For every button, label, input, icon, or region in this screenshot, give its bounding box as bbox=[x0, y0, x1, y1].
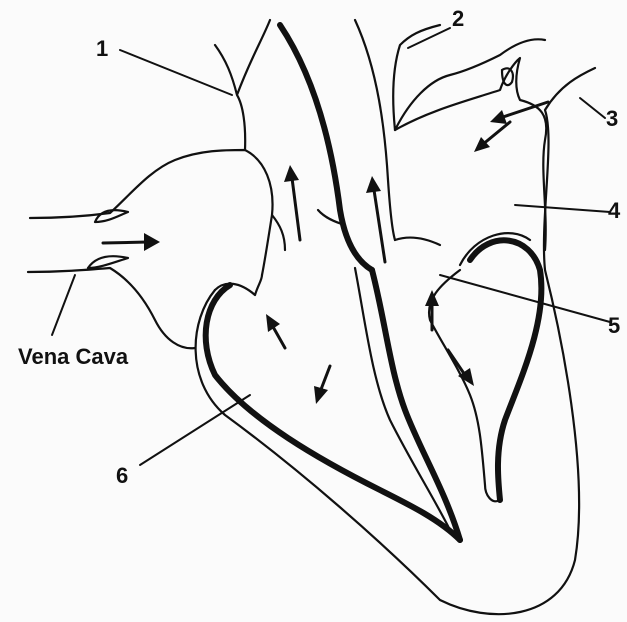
arrow-pulmonary-vein-in-head bbox=[490, 110, 507, 124]
arrow-vena-cava-in bbox=[103, 242, 148, 243]
label-5: 5 bbox=[608, 315, 620, 337]
leader-3 bbox=[580, 98, 605, 118]
leader-1 bbox=[120, 50, 232, 95]
pulmonary-vein-outline bbox=[393, 25, 545, 130]
flow-arrows bbox=[103, 102, 548, 404]
left-ventricle-inner-wall bbox=[470, 240, 541, 500]
leader-vena-cava bbox=[52, 275, 75, 335]
arrow-aorta-up-head bbox=[366, 176, 381, 193]
pulmonary-valve-flap bbox=[272, 215, 285, 250]
vena-cava-lower-flap bbox=[88, 256, 128, 268]
label-1: 1 bbox=[96, 38, 108, 60]
arrow-aorta-up bbox=[374, 190, 385, 262]
arrow-rv-up bbox=[272, 325, 285, 348]
right-atrium-outline bbox=[30, 150, 273, 275]
leader-6 bbox=[140, 395, 250, 465]
aorta-right-wall bbox=[355, 20, 395, 240]
label-6: 6 bbox=[116, 465, 128, 487]
aorta-left-wall bbox=[280, 25, 372, 270]
arrow-rv-down-head bbox=[314, 386, 328, 404]
arrow-left-atrium-down bbox=[482, 122, 510, 145]
right-atrium-lower-outline bbox=[28, 268, 195, 348]
label-2: 2 bbox=[452, 8, 464, 30]
leader-5 bbox=[440, 275, 610, 322]
leader-4 bbox=[515, 205, 610, 212]
arrow-rv-down bbox=[320, 366, 330, 392]
pulmonary-vein-valve-flap bbox=[502, 68, 513, 85]
left-ventricle-wall-outline bbox=[429, 233, 530, 501]
label-vena-cava: Vena Cava bbox=[18, 346, 128, 368]
mitral-valve-flap bbox=[395, 238, 440, 245]
label-3: 3 bbox=[606, 108, 618, 130]
label-4: 4 bbox=[608, 200, 620, 222]
arrow-pulmonary-up bbox=[292, 178, 300, 240]
left-atrium-outline bbox=[395, 58, 546, 250]
leader-2 bbox=[408, 28, 450, 48]
pulmonary-artery-outline bbox=[215, 20, 270, 150]
arrow-pulmonary-up-head bbox=[284, 165, 299, 182]
arrow-vena-cava-in-head bbox=[144, 233, 160, 251]
arrow-lv-down bbox=[448, 350, 465, 375]
